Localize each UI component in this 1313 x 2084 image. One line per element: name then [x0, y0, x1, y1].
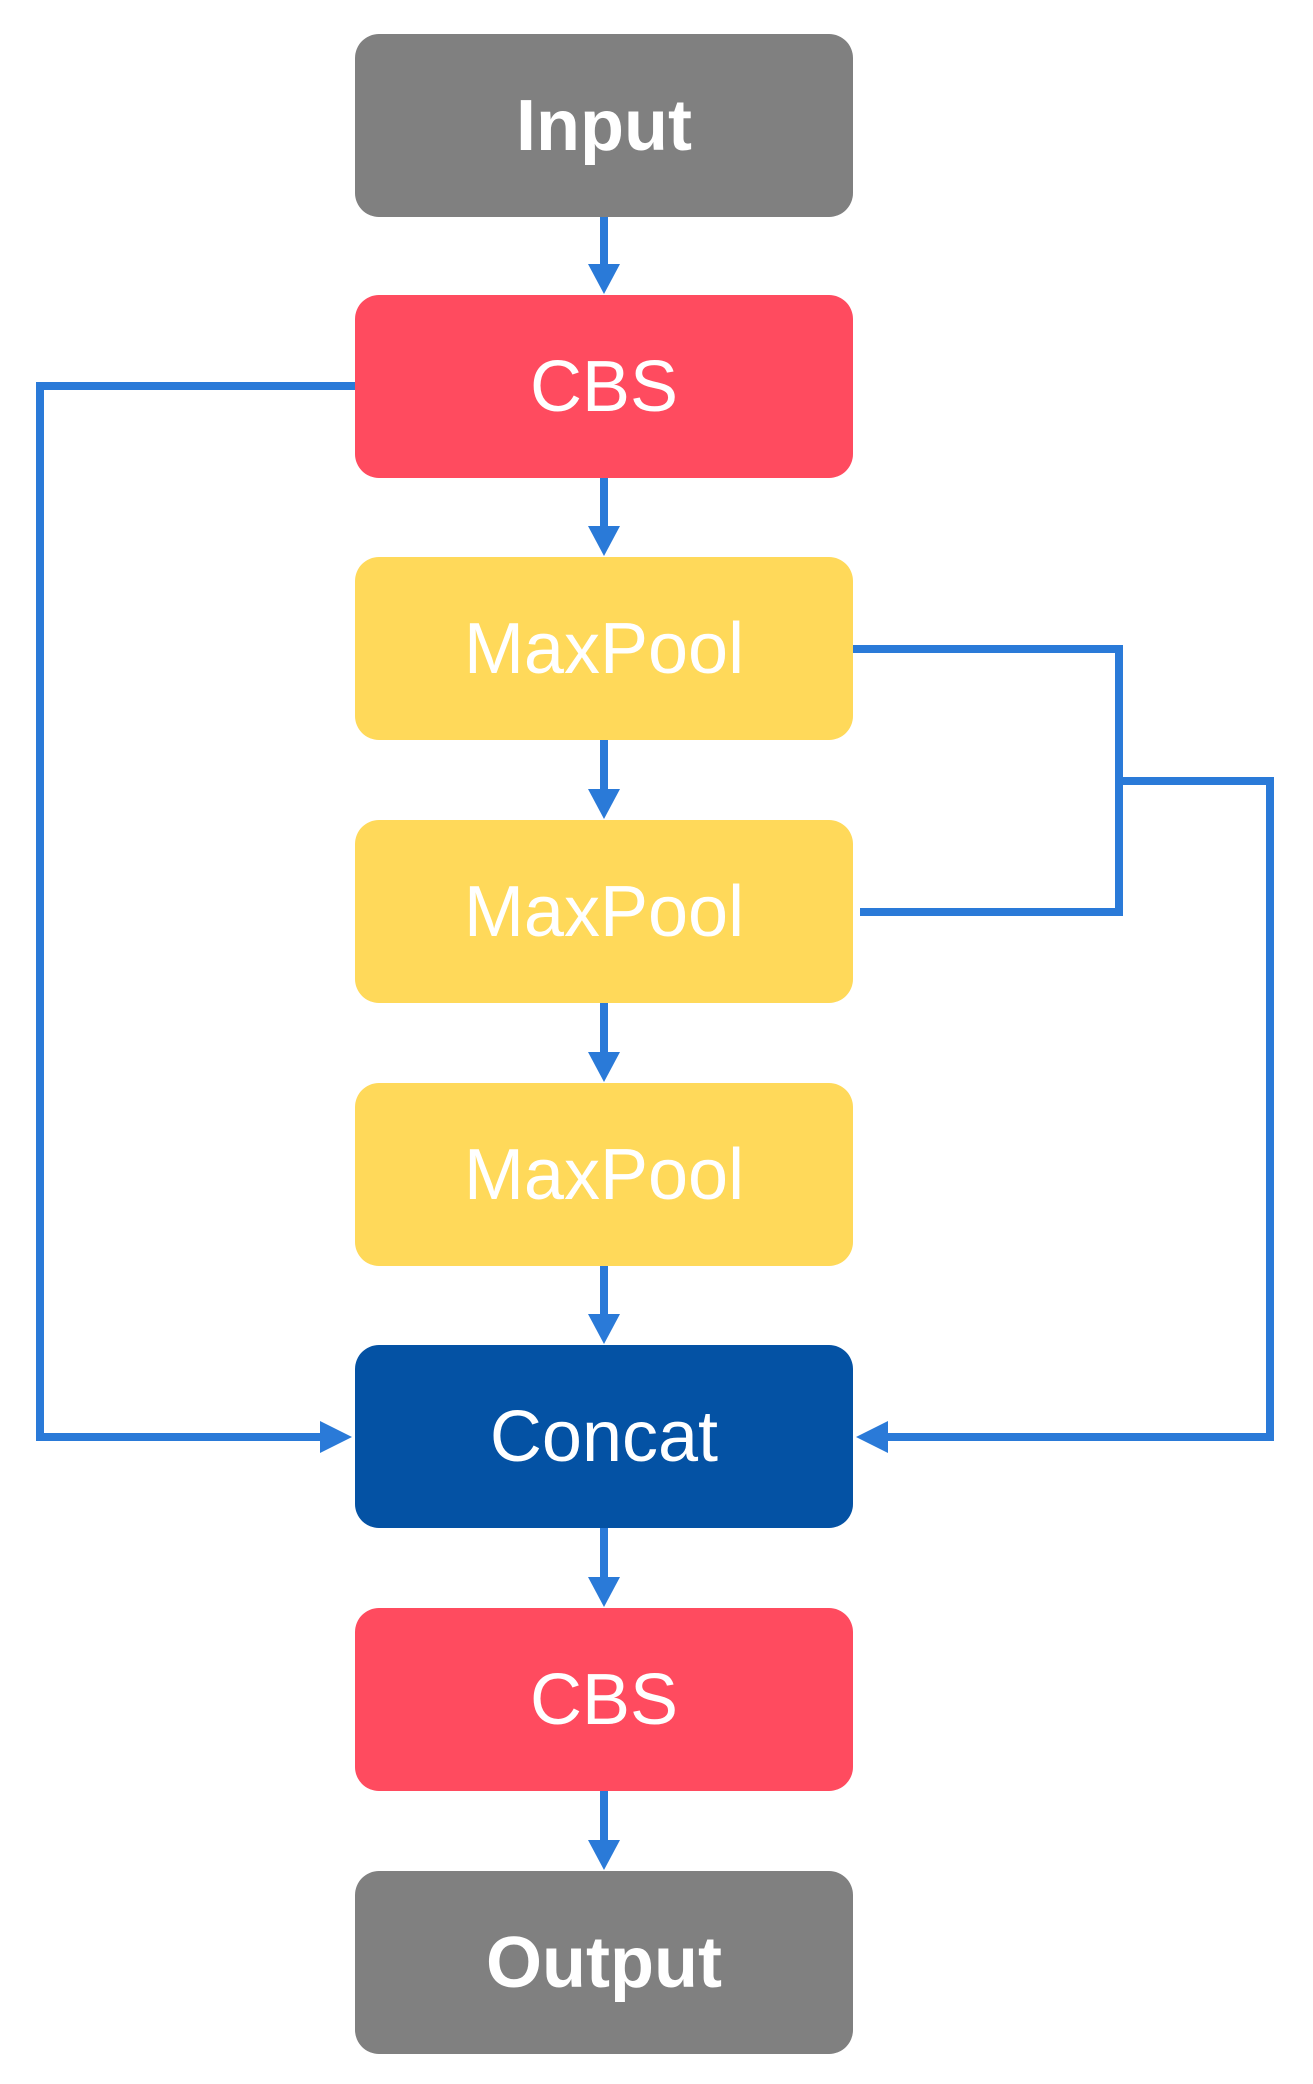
node-output-label: Output	[486, 1922, 722, 2003]
edge-cbs-1-to-concat-bypass	[36, 382, 355, 1441]
edge-concat-to-cbs-2-arrowhead	[588, 1577, 620, 1607]
node-maxpool-3: MaxPool	[355, 1083, 853, 1266]
node-maxpool-1: MaxPool	[355, 557, 853, 740]
node-input-label: Input	[516, 85, 692, 166]
node-maxpool-3-label: MaxPool	[463, 1134, 745, 1215]
node-maxpool-2: MaxPool	[355, 820, 853, 1003]
node-cbs-1-label: CBS	[529, 346, 679, 427]
edge-maxpool-merge-to-concat	[888, 777, 1274, 1441]
edge-maxpool-merge-to-concat-arrowhead	[856, 1421, 888, 1453]
node-concat-label: Concat	[489, 1396, 719, 1477]
edge-maxpool-1-branch	[853, 645, 1123, 916]
node-maxpool-2-label: MaxPool	[463, 871, 745, 952]
edge-cbs-1-to-maxpool-1-arrowhead	[588, 526, 620, 556]
node-maxpool-1-label: MaxPool	[463, 608, 745, 689]
node-input: Input	[355, 34, 853, 217]
edge-cbs-1-to-concat-bypass-arrowhead	[320, 1421, 352, 1453]
node-output: Output	[355, 1871, 853, 2054]
edge-maxpool-3-to-concat-arrowhead	[588, 1314, 620, 1344]
edge-maxpool-1-to-maxpool-2-arrowhead	[588, 789, 620, 819]
node-cbs-2-label: CBS	[529, 1659, 679, 1740]
node-cbs-2: CBS	[355, 1608, 853, 1791]
node-cbs-1: CBS	[355, 295, 853, 478]
edge-maxpool-2-to-maxpool-3-arrowhead	[588, 1052, 620, 1082]
edge-cbs-2-to-output-arrowhead	[588, 1840, 620, 1870]
edge-input-to-cbs-1-arrowhead	[588, 264, 620, 294]
node-concat: Concat	[355, 1345, 853, 1528]
